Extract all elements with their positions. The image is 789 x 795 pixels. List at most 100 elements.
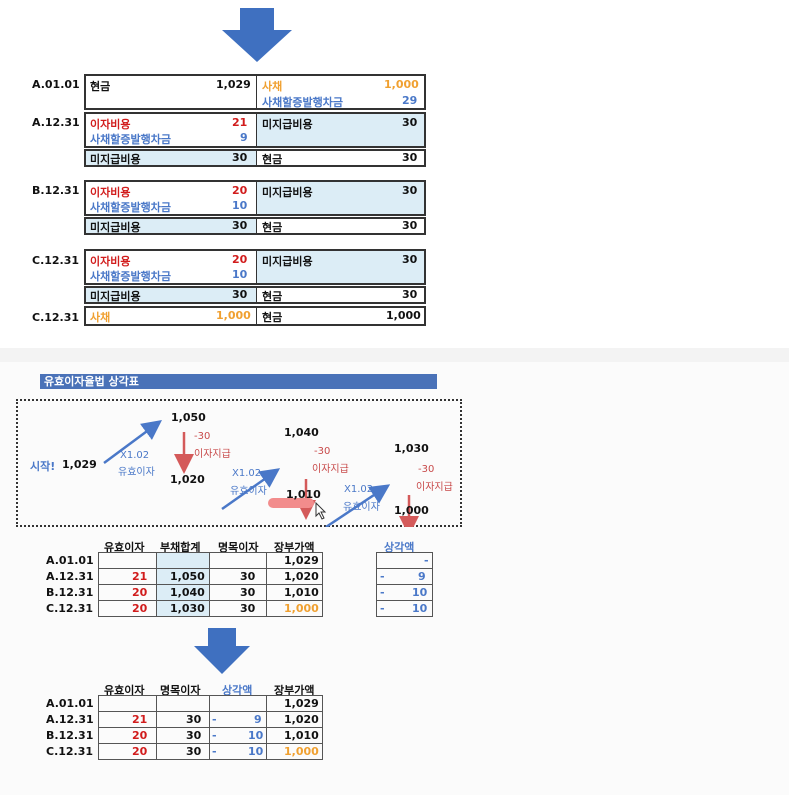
book-value: 1,029 xyxy=(284,554,319,567)
nominal-interest: 30 xyxy=(186,745,202,758)
row-label: A.01.01 xyxy=(46,554,94,567)
credit-amount: 1,000 xyxy=(386,309,421,322)
col-header: 부채합계 xyxy=(160,541,201,554)
section-divider xyxy=(0,348,789,362)
amort-sign: - xyxy=(212,745,217,758)
effective-interest: 20 xyxy=(132,586,148,599)
liability-total: 1,030 xyxy=(170,602,205,615)
date-label: C.12.31 xyxy=(32,254,80,267)
amort-value: - xyxy=(424,554,429,567)
credit-account: 미지급비용 xyxy=(262,118,313,131)
payment-label: 이자지급 xyxy=(416,482,453,493)
liability-total: 1,040 xyxy=(170,586,205,599)
value-1010: 1,010 xyxy=(286,488,321,501)
journal-panel: A.01.01 현금 1,029 사채 1,000 사채할증발행차금 29 A.… xyxy=(0,0,568,345)
col-header: 장부가액 xyxy=(274,684,315,697)
date-label: C.12.31 xyxy=(32,311,80,324)
credit-account: 미지급비용 xyxy=(262,255,313,268)
journal-entry-b1231: 이자비용 20 사채할증발행차금 10 미지급비용 30 xyxy=(84,180,426,216)
debit-amount: 30 xyxy=(232,288,248,301)
credit-amount: 30 xyxy=(402,151,418,164)
amort-sign: - xyxy=(212,713,217,726)
book-value: 1,029 xyxy=(284,697,319,710)
col-header: 명목이자 xyxy=(160,684,201,697)
table1-grid xyxy=(98,552,323,617)
credit-account: 미지급비용 xyxy=(262,186,313,199)
effective-interest: 20 xyxy=(132,729,148,742)
amort-sign: - xyxy=(380,602,385,615)
book-value: 1,020 xyxy=(284,713,319,726)
amort-sign: - xyxy=(380,586,385,599)
col-header: 유효이자 xyxy=(104,684,145,697)
credit-account: 현금 xyxy=(262,153,283,166)
credit-amount: 1,000 xyxy=(384,78,419,91)
credit-amount: 30 xyxy=(402,184,418,197)
multiplier-label: X1.02 xyxy=(120,450,150,461)
amort-value: 9 xyxy=(254,713,262,726)
debit-amount: 20 xyxy=(232,253,248,266)
journal-entry-c1231: 이자비용 20 사채할증발행차금 10 미지급비용 30 xyxy=(84,249,426,285)
debit-account: 이자비용 xyxy=(90,255,131,268)
nominal-interest: 30 xyxy=(240,586,256,599)
down-arrow-icon xyxy=(222,8,292,62)
payment-amount: -30 xyxy=(314,446,331,457)
journal-entry-a1231: 이자비용 21 사채할증발행차금 9 미지급비용 30 xyxy=(84,112,426,148)
book-value: 1,020 xyxy=(284,570,319,583)
debit-account: 미지급비용 xyxy=(90,290,141,303)
amortization-diagram xyxy=(16,399,462,527)
col-header: 장부가액 xyxy=(274,541,315,554)
value-1000: 1,000 xyxy=(394,504,429,517)
credit-amount: 30 xyxy=(402,219,418,232)
debit-amount: 1,000 xyxy=(216,309,251,322)
debit-account: 이자비용 xyxy=(90,186,131,199)
journal-payment-a1231: 미지급비용 30 현금 30 xyxy=(84,149,426,167)
amortization-title: 유효이자율법 상각표 xyxy=(40,374,437,389)
debit-account-2: 사채할증발행차금 xyxy=(90,201,171,214)
credit-account-2: 사채할증발행차금 xyxy=(262,96,343,109)
debit-amount-2: 10 xyxy=(232,199,248,212)
debit-account-2: 사채할증발행차금 xyxy=(90,270,171,283)
date-label: B.12.31 xyxy=(32,184,80,197)
table2-grid xyxy=(98,695,323,760)
payment-label: 이자지급 xyxy=(312,464,349,475)
effective-interest-label: 유효이자 xyxy=(343,502,380,513)
effective-interest-label: 유효이자 xyxy=(230,486,267,497)
debit-account-2: 사채할증발행차금 xyxy=(90,133,171,146)
journal-payment-c1231: 미지급비용 30 현금 30 xyxy=(84,286,426,304)
credit-amount: 30 xyxy=(402,288,418,301)
debit-amount: 1,029 xyxy=(216,78,251,91)
credit-amount: 30 xyxy=(402,253,418,266)
amort-value: 10 xyxy=(412,602,428,615)
debit-amount: 30 xyxy=(232,151,248,164)
row-label: A.12.31 xyxy=(46,570,94,583)
journal-redemption-c1231: 사채 1,000 현금 1,000 xyxy=(84,306,426,326)
amort-value: 10 xyxy=(248,729,264,742)
book-value: 1,000 xyxy=(284,602,319,615)
credit-amount: 30 xyxy=(402,116,418,129)
credit-amount-2: 29 xyxy=(402,94,418,107)
debit-amount: 30 xyxy=(232,219,248,232)
credit-account: 현금 xyxy=(262,221,283,234)
debit-account: 이자비용 xyxy=(90,118,131,131)
liability-total: 1,050 xyxy=(170,570,205,583)
row-label: A.12.31 xyxy=(46,713,94,726)
debit-account: 미지급비용 xyxy=(90,153,141,166)
value-1050: 1,050 xyxy=(171,411,206,424)
book-value: 1,000 xyxy=(284,745,319,758)
debit-account: 현금 xyxy=(90,80,111,93)
effective-interest: 21 xyxy=(132,713,148,726)
amort-value: 10 xyxy=(412,586,428,599)
book-value: 1,010 xyxy=(284,586,319,599)
multiplier-label: X1.02 xyxy=(344,484,374,495)
value-1020: 1,020 xyxy=(170,473,205,486)
credit-account: 현금 xyxy=(262,311,283,324)
payment-label: 이자지급 xyxy=(194,449,231,460)
payment-amount: -30 xyxy=(418,464,435,475)
diagram-arrows xyxy=(103,420,419,527)
col-header: 상각액 xyxy=(222,684,253,697)
amort-value: 10 xyxy=(248,745,264,758)
debit-amount: 21 xyxy=(232,116,248,129)
down-arrow-icon xyxy=(194,628,250,674)
nominal-interest: 30 xyxy=(240,602,256,615)
row-label: B.12.31 xyxy=(46,586,94,599)
